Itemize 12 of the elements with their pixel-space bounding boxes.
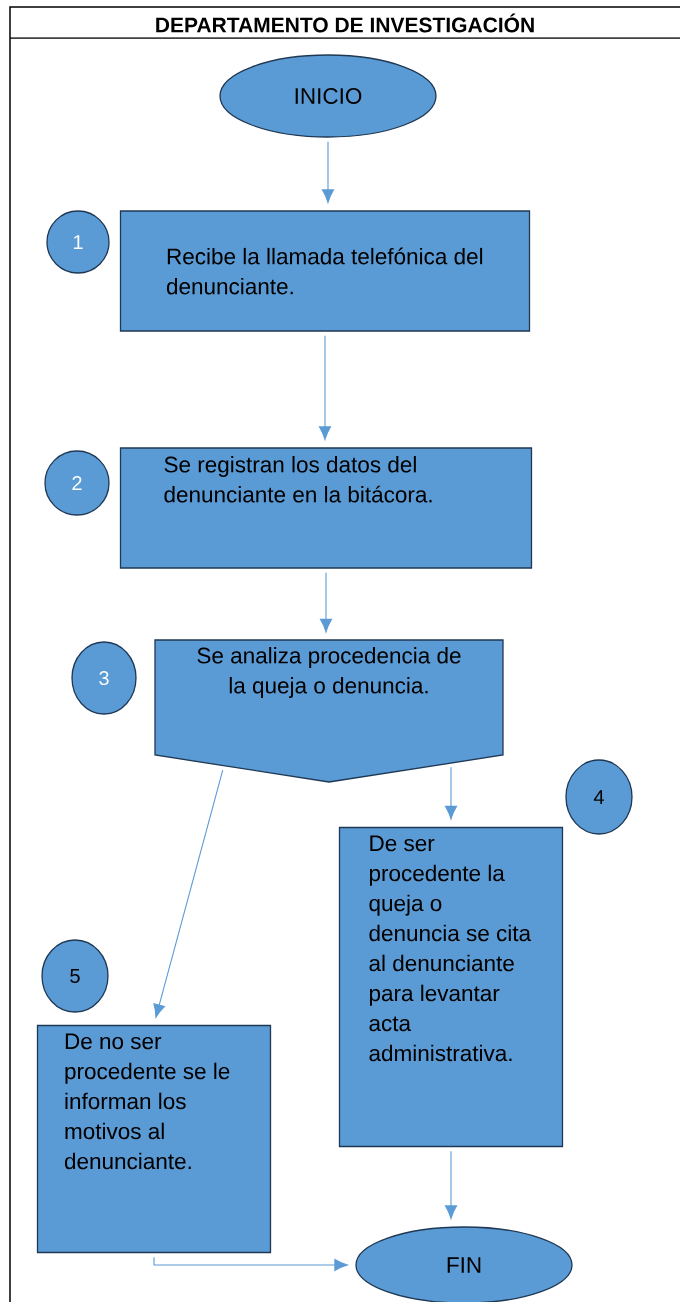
arrow [321,141,334,203]
arrow [444,1150,457,1219]
process-box: De ser procedente la queja o denuncia se cita al denunciante para levantar acta administrativa. [338,826,564,1148]
arrow [153,1256,348,1271]
process-box: Recibe la llamada telefónica del denunciante. [119,210,531,332]
header-title: DEPARTAMENTO DE INVESTIGACIÓN [156,13,534,33]
arrow [318,335,331,440]
process-box: Se registran los datos del denunciante en la bitácora. [119,447,533,569]
arrow [153,769,224,1018]
arrow [319,572,332,633]
process-box: De no ser procedente se le informan los motivos al denunciante. [36,1024,272,1254]
arrow [444,766,457,820]
